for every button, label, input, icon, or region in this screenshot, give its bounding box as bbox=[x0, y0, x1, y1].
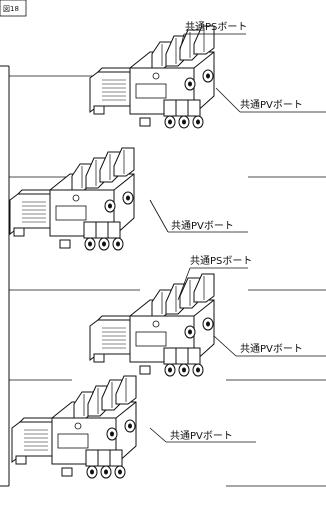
callout-ps-port: 共通PSボート bbox=[190, 255, 252, 267]
callout-pv-port: 共通PVボート bbox=[170, 430, 233, 442]
manifold-unit-1: 共通PSボート 共通PVボート bbox=[89, 21, 326, 129]
manifold-unit-3: 共通PSボート 共通PVボート bbox=[89, 255, 326, 377]
callout-pv-port: 共通PVボート bbox=[171, 220, 234, 232]
figure-number-box bbox=[0, 0, 27, 17]
callout-pv-port: 共通PVボート bbox=[240, 99, 303, 111]
callout-ps-port: 共通PSボート bbox=[185, 21, 247, 33]
callout-pv-port: 共通PVボート bbox=[240, 343, 303, 355]
manifold-unit-2: 共通PVボート bbox=[9, 147, 248, 251]
figure-number: 図18 bbox=[3, 5, 19, 13]
manifold-unit-4: 共通PVボート bbox=[11, 375, 256, 479]
